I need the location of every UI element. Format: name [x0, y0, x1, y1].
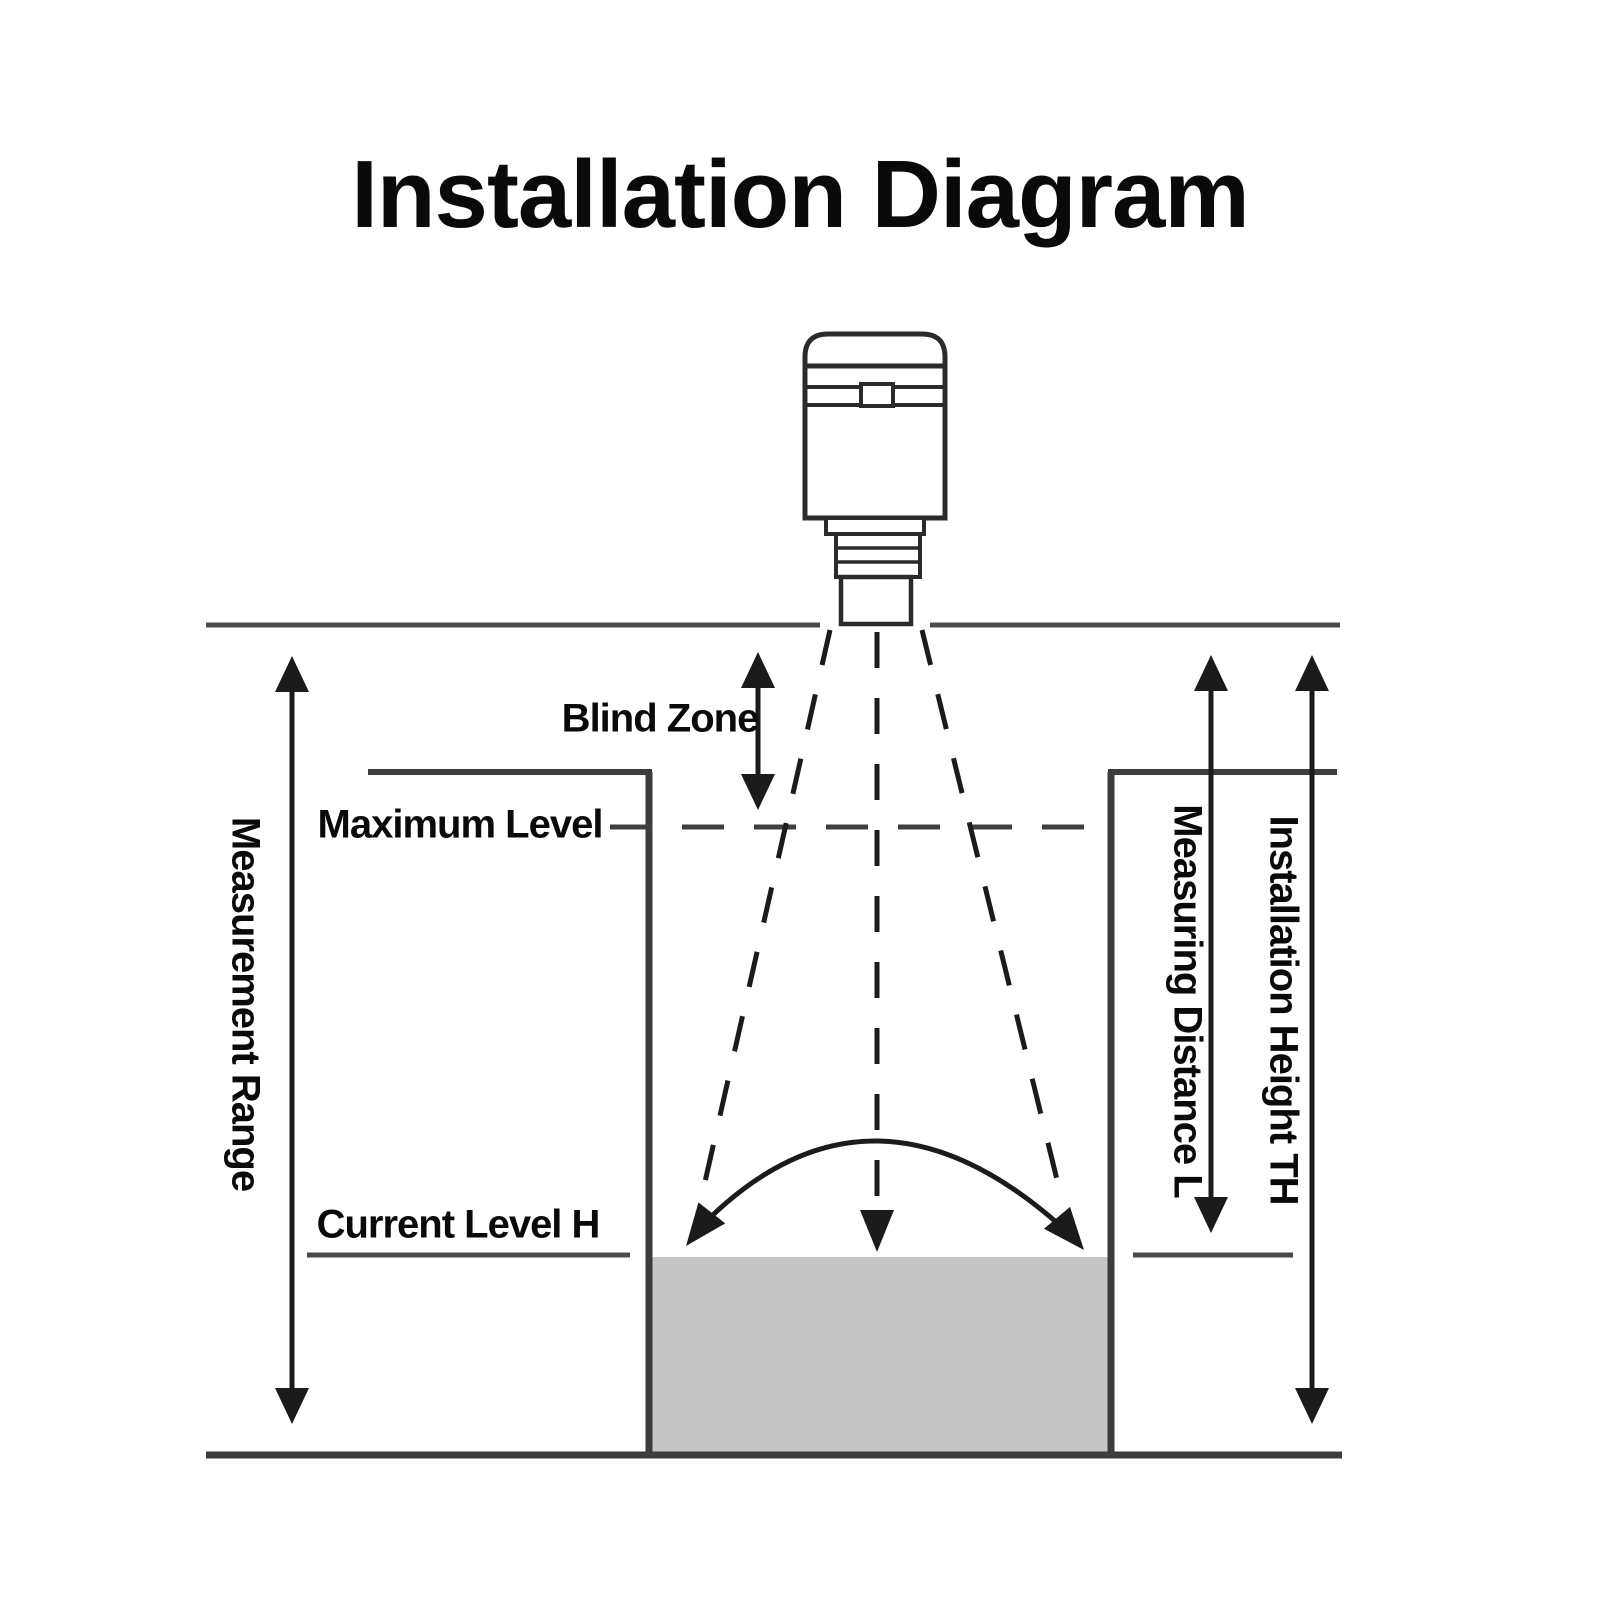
- sensor-thread-section: [834, 532, 922, 579]
- beam-left-dashed: [699, 629, 833, 1196]
- measurement-range-arrow: [275, 656, 309, 1424]
- sensor-indicator-window: [859, 382, 895, 408]
- arrow-up-icon: [1295, 655, 1329, 691]
- page-title: Installation Diagram: [351, 141, 1250, 248]
- arrow-down-icon: [1194, 1197, 1228, 1233]
- maximum-level-label: Maximum Level: [317, 802, 604, 847]
- blind-zone-label: Blind Zone: [561, 696, 760, 741]
- beam-right-dashed: [919, 629, 1065, 1201]
- measuring-distance-label: Measuring Distance L: [1165, 804, 1210, 1198]
- arrow-up-icon: [1194, 655, 1228, 691]
- beam-spread-arc: [690, 1138, 1082, 1246]
- beam-right-arrowhead-icon: [1043, 1206, 1084, 1250]
- liquid-fill: [652, 1257, 1109, 1453]
- sensor-body: [802, 331, 948, 521]
- measuring-distance-arrow: [1194, 655, 1228, 1233]
- tank: [206, 622, 1342, 1459]
- beam-center-arrowhead-icon: [860, 1210, 894, 1252]
- beam-left-arrowhead-icon: [686, 1202, 726, 1246]
- sensor-transducer: [838, 574, 914, 627]
- sensor-neck: [824, 516, 926, 536]
- arrow-down-icon: [741, 774, 775, 810]
- beams: [686, 629, 1084, 1252]
- installation-height-arrow: [1295, 655, 1329, 1424]
- arrow-down-icon: [1295, 1388, 1329, 1424]
- arrow-up-icon: [275, 656, 309, 692]
- installation-height-label: Installation Height TH: [1261, 815, 1306, 1205]
- dimension-arrows: [275, 652, 1329, 1424]
- arrow-up-icon: [741, 652, 775, 688]
- blind-zone-arrow: [741, 652, 775, 810]
- measurement-range-label: Measurement Range: [223, 816, 268, 1192]
- arrow-down-icon: [275, 1388, 309, 1424]
- ultrasonic-sensor: [802, 331, 948, 627]
- current-level-label: Current Level H: [316, 1202, 601, 1247]
